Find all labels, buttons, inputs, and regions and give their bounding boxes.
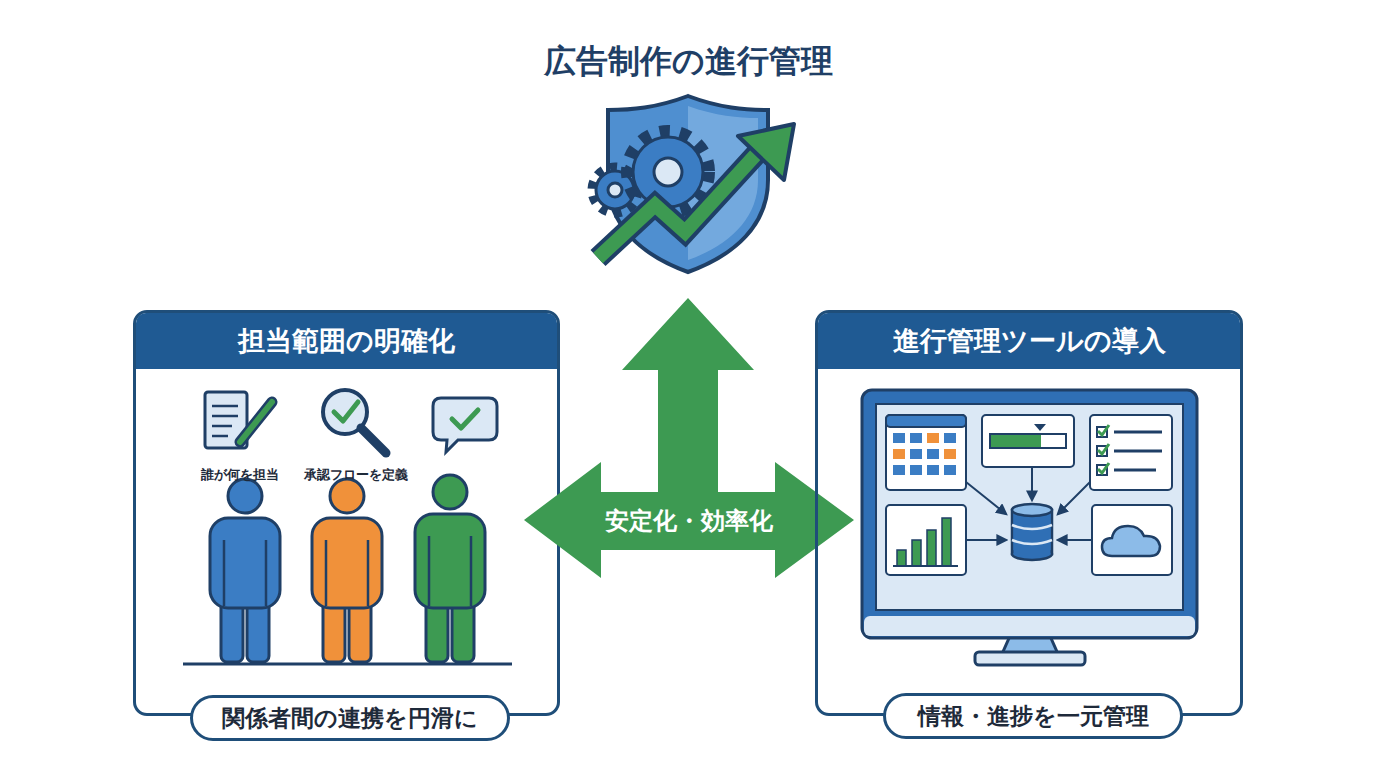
calendar-header <box>886 415 966 427</box>
double-arrow-shape <box>524 298 854 578</box>
flow-arrow <box>1058 539 1092 541</box>
flow-arrow <box>1058 482 1090 514</box>
gear-hole <box>608 183 622 197</box>
arrow-label: 安定化・効率化 <box>558 506 820 536</box>
calendar-window <box>886 415 966 490</box>
calendar-cell <box>893 465 905 475</box>
calendar-cell <box>927 449 939 459</box>
cloud-icon <box>1102 526 1160 556</box>
person-green <box>415 475 485 662</box>
chart-bar <box>897 550 906 566</box>
checklist-window <box>1090 415 1172 490</box>
pencil <box>240 402 272 442</box>
pill-text: 関係者間の連携を円滑に <box>193 698 507 738</box>
icon-caption: 承認フローを定義 <box>304 466 408 484</box>
progress-track <box>990 434 1066 448</box>
chart-axis <box>893 565 958 567</box>
magnifier-handle <box>361 428 386 453</box>
person-arm <box>223 540 226 606</box>
chart-bar <box>927 530 936 566</box>
chart-window <box>886 505 966 575</box>
pill-text: 情報・進捗を一元管理 <box>886 696 1180 736</box>
gear-teeth <box>628 132 708 212</box>
monitor-illustration <box>862 390 1197 665</box>
calendar-cell <box>910 449 922 459</box>
double-arrow: 安定化・効率化 <box>522 296 856 580</box>
check-marks <box>1098 425 1109 473</box>
monitor-chin <box>864 616 1195 636</box>
summary-pill: 情報・進捗を一元管理 <box>883 693 1183 739</box>
calendar-cell <box>944 433 956 443</box>
calendar-cell <box>893 449 905 459</box>
person-arm <box>367 540 370 606</box>
calendar-grid <box>893 433 956 475</box>
trend-arrowhead <box>738 124 794 180</box>
trend-line <box>598 150 760 258</box>
doc-line <box>212 405 238 408</box>
monitor-frame <box>862 390 1197 638</box>
person-blue <box>210 479 280 662</box>
flow-arrow <box>966 539 1006 541</box>
progress-marker <box>1034 424 1046 431</box>
cloud-window <box>1092 505 1172 575</box>
person-orange <box>312 479 382 662</box>
header-band: 進行管理ツールの導入 <box>818 313 1240 369</box>
database-fill <box>1014 511 1051 554</box>
calendar-cell <box>927 465 939 475</box>
ground-line <box>183 663 512 666</box>
gear-hole <box>654 158 682 186</box>
speech-bubble <box>433 398 497 452</box>
database-top <box>1012 504 1052 516</box>
diagram-title: 広告制作の進行管理 <box>0 40 1376 84</box>
database-bands <box>1012 525 1052 544</box>
progress-fill <box>991 435 1041 447</box>
panel-heading: 担当範囲の明確化 <box>136 313 557 369</box>
flow-arrow <box>966 482 1006 514</box>
arrow-shape-svg <box>522 296 856 580</box>
section-panel: 担当範囲の明確化関係者間の連携を円滑に <box>133 310 560 716</box>
icon-caption: 誰が何を担当 <box>201 466 279 484</box>
gear <box>633 137 703 207</box>
trend-outline <box>598 150 760 258</box>
panel-heading: 進行管理ツールの導入 <box>818 313 1240 369</box>
flow-arrow <box>1031 468 1033 500</box>
person-body <box>210 518 280 608</box>
person-arm <box>470 536 473 606</box>
chart-bar <box>912 540 921 566</box>
doc-line <box>212 415 238 418</box>
check-mark <box>334 402 358 421</box>
checklist-lines <box>1114 432 1162 470</box>
chart-bar <box>942 518 951 566</box>
calendar-cell <box>944 449 956 459</box>
person-head <box>433 475 467 509</box>
calendar-cell <box>927 433 939 443</box>
person-body <box>415 514 485 608</box>
person-arm <box>265 540 268 606</box>
shield-icon <box>593 96 794 272</box>
person-head <box>228 479 262 513</box>
person-arm <box>428 536 431 606</box>
calendar-cell <box>893 433 905 443</box>
person-body <box>312 518 382 608</box>
section-panel: 進行管理ツールの導入情報・進捗を一元管理 <box>815 310 1243 716</box>
person-head <box>330 479 364 513</box>
summary-pill: 関係者間の連携を円滑に <box>190 695 510 741</box>
calendar-cell <box>910 465 922 475</box>
doc-line <box>212 435 228 438</box>
left-illustration <box>183 390 512 664</box>
header-band: 担当範囲の明確化 <box>136 313 557 369</box>
check-mark <box>452 410 478 428</box>
progress-window <box>982 415 1074 467</box>
calendar-cell <box>944 465 956 475</box>
monitor-screen <box>876 404 1183 610</box>
monitor-base <box>975 652 1085 665</box>
doc-line <box>212 425 232 428</box>
person-arm <box>325 540 328 606</box>
calendar-cell <box>910 433 922 443</box>
pencil-outline <box>240 402 272 442</box>
